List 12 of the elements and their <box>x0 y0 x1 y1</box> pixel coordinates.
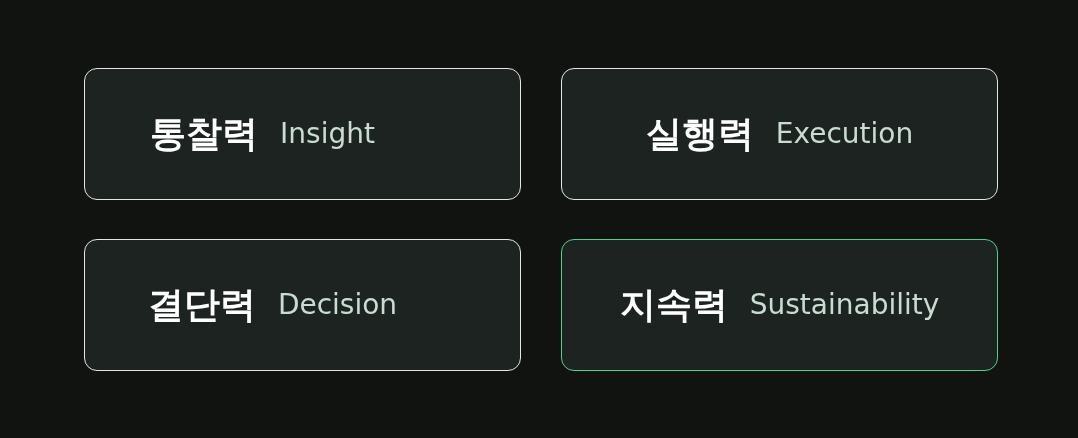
card-title: 통찰력 <box>150 114 259 154</box>
card-title: 실행력 <box>645 114 754 154</box>
card <box>84 239 521 371</box>
card <box>561 239 998 371</box>
card <box>561 68 998 200</box>
card <box>84 68 521 200</box>
card-subtitle: Execution <box>775 118 914 150</box>
card-subtitle: Decision <box>277 289 398 321</box>
card-subtitle: Insight <box>280 118 375 150</box>
card-title: 지속력 <box>619 285 728 325</box>
card-subtitle: Sustainability <box>749 289 940 321</box>
card-title: 결단력 <box>147 285 256 325</box>
